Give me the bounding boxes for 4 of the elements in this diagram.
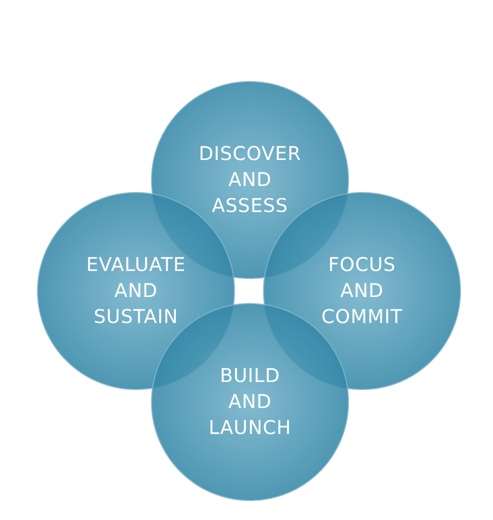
circle-label: FOCUS AND COMMIT [320, 253, 404, 330]
circle-label: EVALUATE AND SUSTAIN [85, 253, 187, 330]
circle-label: BUILD AND LAUNCH [208, 364, 292, 441]
circle-label: DISCOVER AND ASSESS [198, 142, 302, 219]
